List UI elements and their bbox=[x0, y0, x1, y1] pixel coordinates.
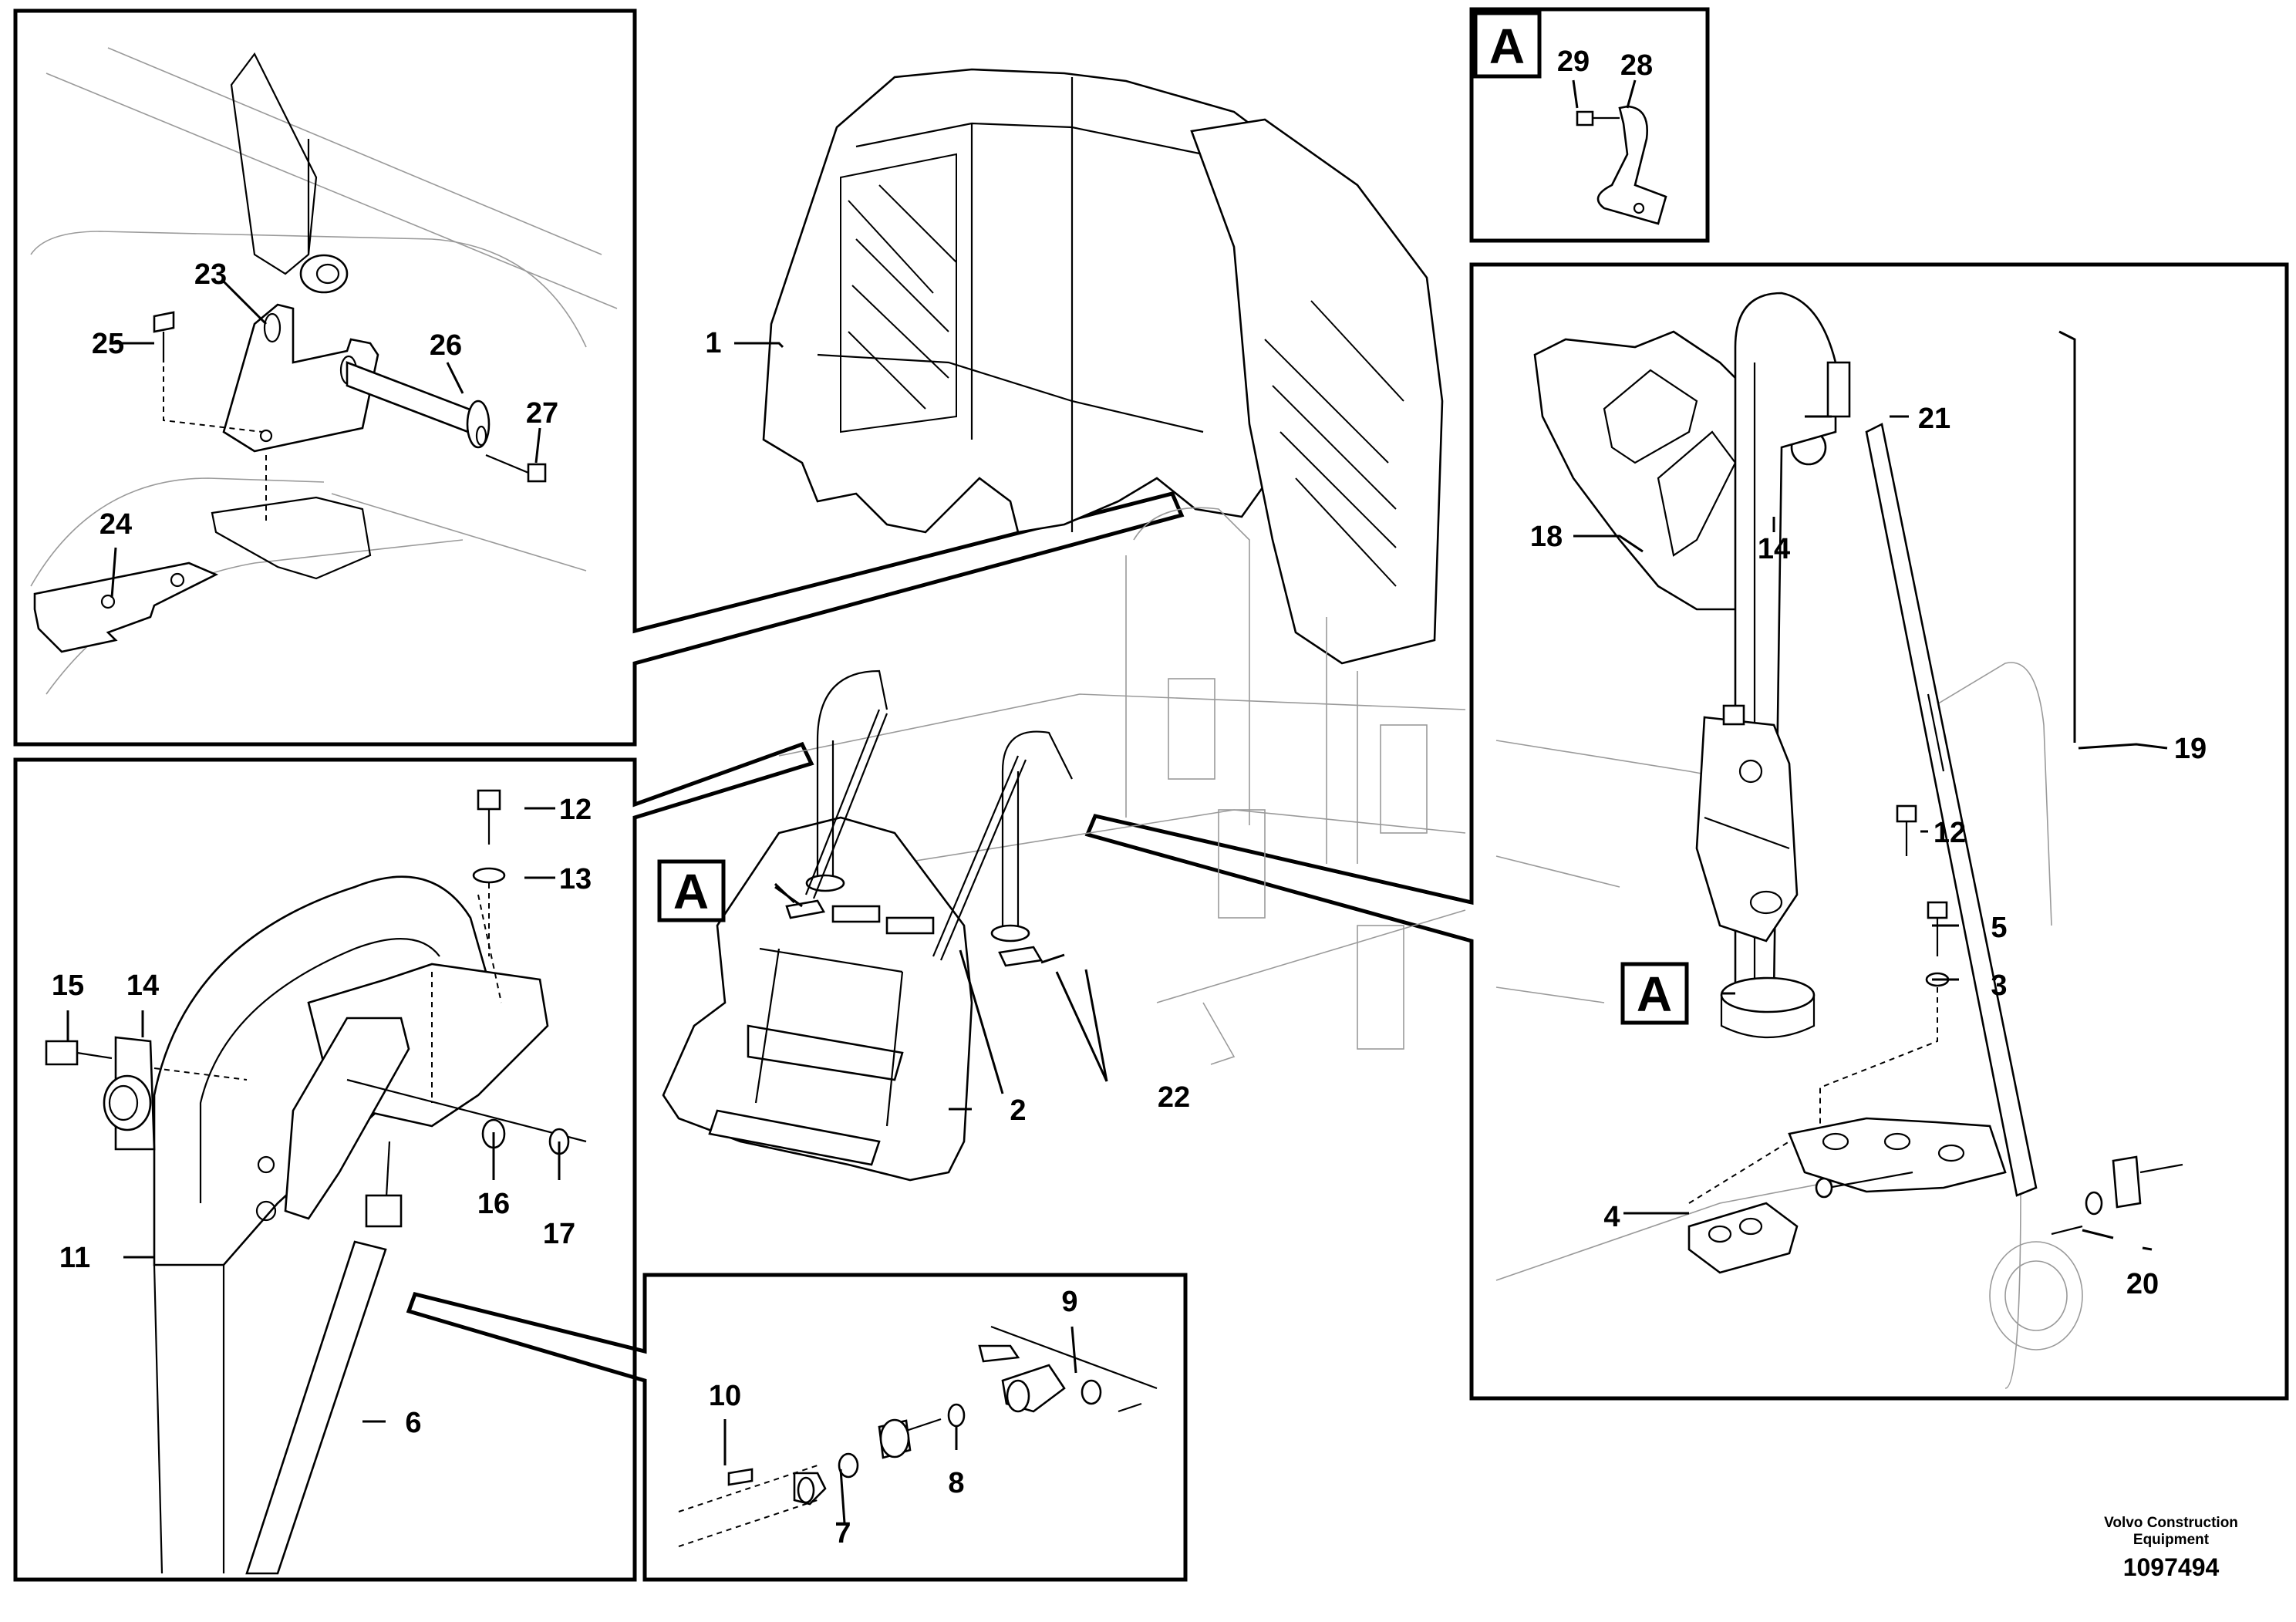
strut-end-assembly bbox=[678, 1325, 1158, 1547]
step-support-assembly bbox=[1495, 292, 2183, 1389]
section-tag-detail-label: A bbox=[1489, 19, 1525, 74]
callout-3: 3 bbox=[1991, 969, 2007, 1002]
cab-guard-main bbox=[662, 68, 1466, 1182]
callout-10: 10 bbox=[709, 1380, 741, 1412]
callout-14-right: 14 bbox=[1758, 533, 1790, 565]
frame-step-pivot-detail bbox=[13, 741, 814, 1582]
callout-12-right: 12 bbox=[1934, 817, 1966, 849]
callout-23: 23 bbox=[194, 258, 227, 291]
callout-4: 4 bbox=[1603, 1201, 1620, 1233]
hinge-bracket-assembly bbox=[30, 47, 618, 695]
frame-hinge-detail bbox=[13, 8, 1185, 747]
callout-13: 13 bbox=[559, 863, 592, 895]
callout-28: 28 bbox=[1620, 49, 1653, 82]
callout-6: 6 bbox=[405, 1407, 421, 1439]
callout-15: 15 bbox=[52, 969, 84, 1002]
section-tag-right-label: A bbox=[1637, 966, 1672, 1022]
brand-line-1: Volvo Construction bbox=[2104, 1515, 2238, 1531]
callout-27: 27 bbox=[526, 397, 558, 430]
brand-line-2: Equipment bbox=[2133, 1532, 2210, 1548]
callout-24-25-note: 25 bbox=[92, 328, 124, 360]
callout-24: 24 bbox=[99, 508, 132, 541]
section-tag-right: A bbox=[1620, 962, 1689, 1025]
detail-frames bbox=[13, 7, 2289, 1582]
callout-22: 22 bbox=[1158, 1081, 1190, 1114]
section-tag-main: A bbox=[657, 859, 726, 922]
callout-29: 29 bbox=[1557, 46, 1590, 78]
leader-lines bbox=[66, 79, 2168, 1524]
step-pivot-assembly bbox=[45, 789, 587, 1575]
frame-strut-end-detail bbox=[406, 1273, 1188, 1582]
section-tag-detail: A bbox=[1473, 11, 1542, 79]
callout-2: 2 bbox=[1010, 1094, 1026, 1127]
drawing-number: 1097494 bbox=[2123, 1553, 2220, 1581]
callout-8: 8 bbox=[948, 1467, 964, 1499]
frame-step-support-detail bbox=[1084, 262, 2289, 1401]
callout-26: 26 bbox=[430, 329, 462, 362]
callout-17: 17 bbox=[543, 1218, 575, 1250]
section-tag-main-label: A bbox=[673, 864, 709, 919]
callout-20: 20 bbox=[2126, 1268, 2159, 1300]
callouts: 1 2 3 4 5 6 7 8 9 10 11 12 12 13 14 14 1… bbox=[52, 46, 2207, 1549]
callout-18: 18 bbox=[1530, 521, 1563, 553]
callout-9: 9 bbox=[1061, 1286, 1077, 1318]
callout-1: 1 bbox=[705, 327, 721, 359]
callout-12-left: 12 bbox=[559, 794, 592, 826]
frame-section-a-detail bbox=[1469, 7, 1710, 243]
callout-7: 7 bbox=[834, 1517, 851, 1549]
footer: Volvo Construction Equipment 1097494 bbox=[2104, 1515, 2238, 1581]
callout-16: 16 bbox=[477, 1188, 510, 1220]
section-a-detail-parts bbox=[1576, 105, 1667, 225]
callout-5: 5 bbox=[1991, 912, 2007, 944]
callout-11: 11 bbox=[59, 1242, 90, 1274]
callout-14-left: 14 bbox=[126, 969, 159, 1002]
callout-19: 19 bbox=[2174, 733, 2207, 765]
callout-21: 21 bbox=[1918, 403, 1950, 435]
